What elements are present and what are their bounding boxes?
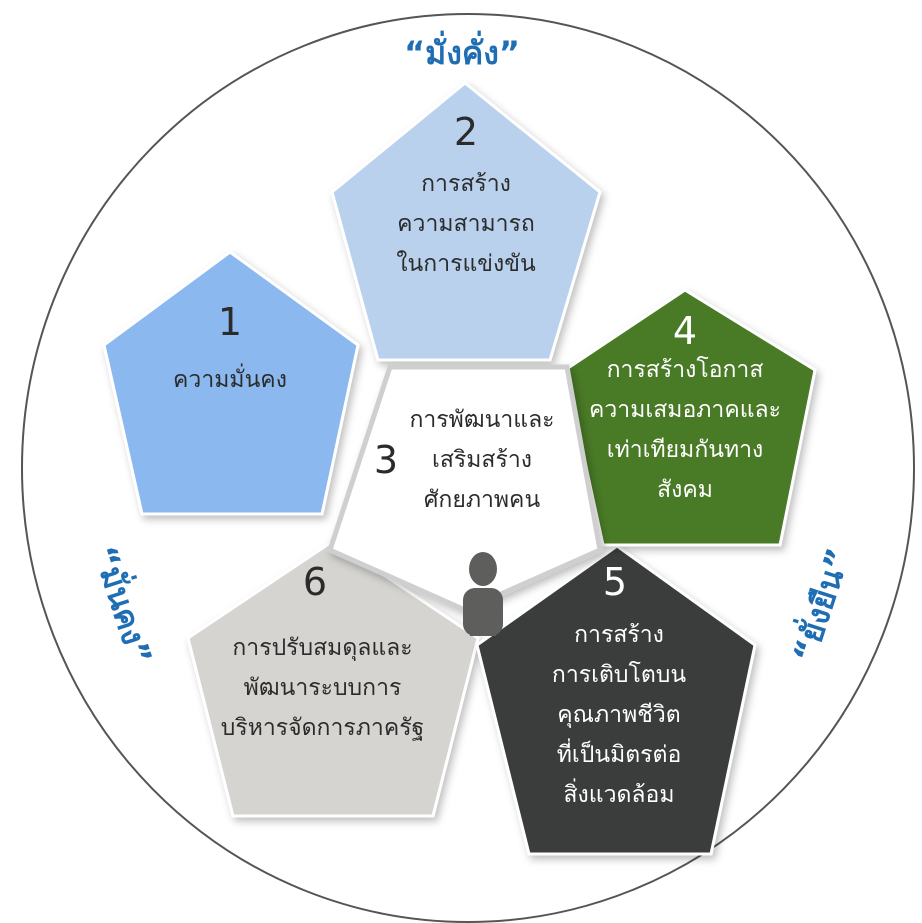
pillar-6-line: บริหารจัดการภาครัฐ <box>220 715 425 741</box>
pillar-1-line: ความมั่นคง <box>173 367 287 393</box>
pillar-2-line: การสร้าง <box>421 171 511 197</box>
pillar-shape-1 <box>102 250 360 516</box>
pillar-4-line: ความเสมอภาคและ <box>589 397 781 423</box>
pillar-number-3: 3 <box>373 438 399 482</box>
pillar-4-line: การสร้างโอกาส <box>606 357 764 383</box>
pillar-label-3: การพัฒนาและ เสริมสร้าง ศักยภาพคน <box>382 400 582 520</box>
pillar-2-line: ความสามารถ <box>397 211 535 237</box>
pillar-number-4: 4 <box>672 309 698 353</box>
pillar-6-line: การปรับสมดุลและ <box>232 635 413 661</box>
pillar-5-line: ที่เป็นมิตรต่อ <box>556 742 682 768</box>
pillar-label-5: การสร้าง การเติบโตบน คุณภาพชีวิต ที่เป็น… <box>519 615 719 815</box>
pillar-number-2: 2 <box>453 110 479 154</box>
pillar-3-line: ศักยภาพคน <box>423 487 541 513</box>
pillar-label-1: ความมั่นคง <box>130 360 330 400</box>
person-icon <box>463 552 503 636</box>
pillar-label-4: การสร้างโอกาส ความเสมอภาคและ เท่าเทียมกั… <box>582 350 788 510</box>
pillar-number-5: 5 <box>602 560 628 604</box>
pillar-4-line: เท่าเทียมกันทาง <box>606 437 764 463</box>
pillar-6-line: พัฒนาระบบการ <box>243 675 402 701</box>
pillar-2-line: ในการแข่งขัน <box>396 251 536 277</box>
pillar-label-6: การปรับสมดุลและ พัฒนาระบบการ บริหารจัดกา… <box>200 628 445 748</box>
pillar-5-line: คุณภาพชีวิต <box>557 702 681 728</box>
pillar-4-line: สังคม <box>657 477 713 503</box>
pillar-3-line: การพัฒนาและ <box>409 407 555 433</box>
pillar-number-6: 6 <box>302 560 328 604</box>
pillar-number-1: 1 <box>217 300 243 344</box>
pillar-3-line: เสริมสร้าง <box>432 447 532 473</box>
pillar-shape-6 <box>186 539 480 818</box>
pillar-shape-3 <box>326 364 603 613</box>
pillar-5-line: การสร้าง <box>574 622 664 648</box>
pillar-shape-2 <box>330 81 602 362</box>
pillar-5-line: สิ่งแวดล้อม <box>563 782 675 808</box>
pillar-label-2: การสร้าง ความสามารถ ในการแข่งขัน <box>366 164 566 284</box>
motto-top: “มั่งคั่ง” <box>404 34 520 72</box>
pillar-5-line: การเติบโตบน <box>551 662 687 688</box>
outer-circle <box>21 13 915 923</box>
pillar-shape-4 <box>563 288 817 547</box>
